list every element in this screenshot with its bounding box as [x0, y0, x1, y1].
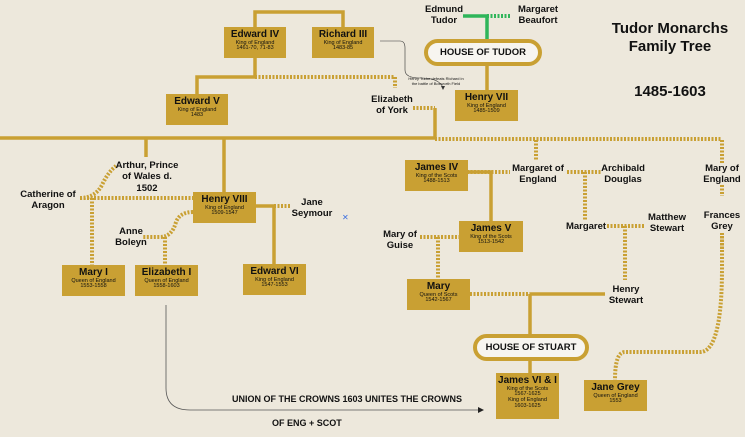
line-mary-stuart	[528, 292, 605, 335]
union-arrow	[165, 305, 478, 411]
label-catherine-of-aragon: Catherine of Aragon	[20, 189, 76, 212]
label-edmund-tudor: Edmund Tudor	[425, 4, 463, 27]
label-margaret-of-england: Margaret of England	[512, 163, 564, 186]
line-james-iv-v	[467, 170, 493, 221]
line-henry-viii-edward	[256, 204, 276, 264]
bosworth-note: Henry Tudor defeats Richard in the battl…	[408, 76, 464, 87]
cursor-marker-icon: ✕	[342, 213, 349, 222]
house-of-stuart: HOUSE OF STUART	[473, 334, 589, 361]
label-margaret-beaufort: Margaret Beaufort	[517, 4, 559, 27]
label-matthew-stewart: Matthew Stewart	[648, 212, 686, 235]
label-henry-stewart: Henry Stewart	[608, 284, 644, 307]
label-frances-grey: Frances Grey	[703, 210, 741, 233]
line-tudor-parents	[463, 14, 489, 40]
line-edward-iv-v	[195, 57, 257, 94]
bosworth-arrow	[380, 40, 444, 89]
label-jane-seymour: Jane Seymour	[291, 197, 333, 220]
label-margaret: Margaret	[565, 221, 607, 232]
label-mary-of-england: Mary of England	[703, 163, 741, 186]
label-mary-of-guise: Mary of Guise	[383, 229, 417, 252]
label-archibald-douglas: Archibald Douglas	[601, 163, 645, 186]
label-arthur: Arthur, Prince of Wales d. 1502	[115, 160, 179, 194]
union-text-1: UNION OF THE CROWNS 1603 UNITES THE CROW…	[232, 394, 463, 404]
union-text-2: OF ENG + SCOT	[272, 418, 342, 428]
label-elizabeth-of-york: Elizabeth of York	[371, 94, 413, 117]
house-of-tudor: HOUSE OF TUDOR	[424, 39, 542, 66]
label-anne-boleyn: Anne Boleyn	[115, 226, 147, 249]
line-edward-richard	[253, 10, 345, 27]
date-range: 1485-1603	[634, 83, 706, 100]
